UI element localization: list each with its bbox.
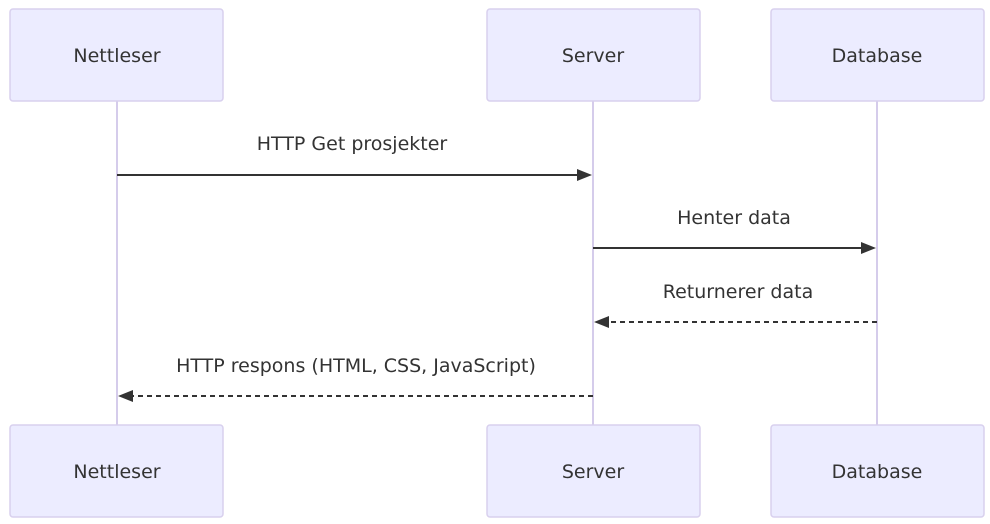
message-returnerer-data-arrowhead (594, 316, 609, 328)
message-henter-data-label: Henter data (677, 207, 791, 229)
message-henter-data: Henter data (593, 207, 876, 254)
message-returnerer-data-label: Returnerer data (663, 281, 813, 303)
actor-bottom-database: Database (770, 424, 985, 518)
actor-top-server: Server (486, 8, 701, 102)
actor-bottom-server-box (486, 424, 701, 518)
actor-bottom-nettleser: Nettleser (9, 424, 224, 518)
message-http-get-arrowhead (577, 169, 592, 181)
actor-bottom-database-box (770, 424, 985, 518)
actor-top-server-label: Server (562, 45, 624, 67)
actor-top-nettleser-label: Nettleser (73, 45, 160, 67)
message-http-respons-arrowhead (118, 390, 133, 402)
actor-bottom-server: Server (486, 424, 701, 518)
actor-bottom-nettleser-box (9, 424, 224, 518)
actor-top-nettleser: Nettleser (9, 8, 224, 102)
message-http-get: HTTP Get prosjekter (117, 133, 592, 181)
actor-top-server-box (486, 8, 701, 102)
message-returnerer-data: Returnerer data (594, 281, 877, 328)
message-http-respons: HTTP respons (HTML, CSS, JavaScript) (118, 355, 593, 402)
message-henter-data-arrowhead (861, 242, 876, 254)
actor-bottom-database-label: Database (832, 461, 923, 483)
actor-top-nettleser-box (9, 8, 224, 102)
actor-bottom-nettleser-label: Nettleser (73, 461, 160, 483)
message-http-respons-label: HTTP respons (HTML, CSS, JavaScript) (176, 355, 536, 377)
actor-top-database-box (770, 8, 985, 102)
actor-top-database: Database (770, 8, 985, 102)
message-http-get-label: HTTP Get prosjekter (257, 133, 448, 155)
actor-bottom-server-label: Server (562, 461, 624, 483)
actor-top-database-label: Database (832, 45, 923, 67)
